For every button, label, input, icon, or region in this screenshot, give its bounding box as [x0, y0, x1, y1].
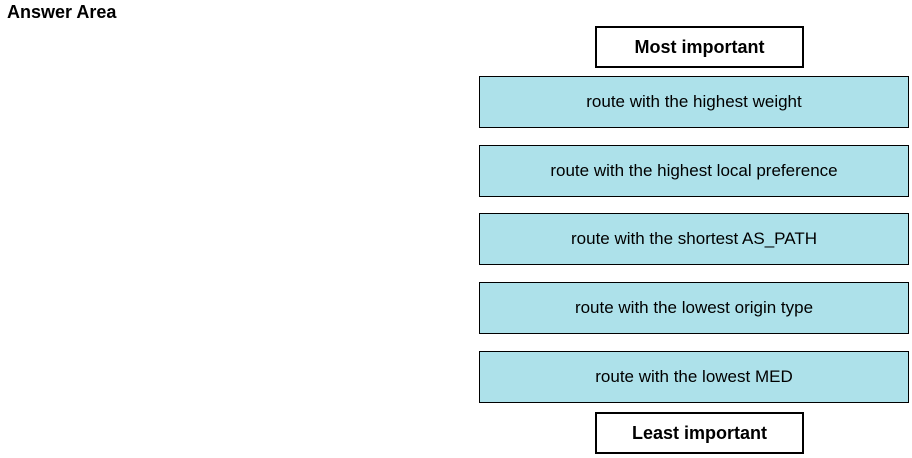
- item-label: route with the shortest AS_PATH: [571, 229, 817, 248]
- ordered-item-lowest-med[interactable]: route with the lowest MED: [479, 351, 909, 403]
- answer-area-title: Answer Area: [7, 2, 117, 22]
- ordered-item-highest-local-preference[interactable]: route with the highest local preference: [479, 145, 909, 197]
- item-label: route with the highest weight: [586, 92, 802, 111]
- most-important-label: Most important: [595, 26, 804, 68]
- item-label: route with the lowest MED: [595, 367, 793, 386]
- item-label: route with the lowest origin type: [574, 298, 814, 317]
- ordered-item-lowest-origin-type[interactable]: route with the lowest origin type: [479, 282, 909, 334]
- least-important-label: Least important: [595, 412, 804, 454]
- item-label: route with the highest local preference: [550, 161, 838, 180]
- ordered-item-shortest-as-path[interactable]: route with the shortest AS_PATH: [479, 213, 909, 265]
- ordered-item-highest-weight[interactable]: route with the highest weight: [479, 76, 909, 128]
